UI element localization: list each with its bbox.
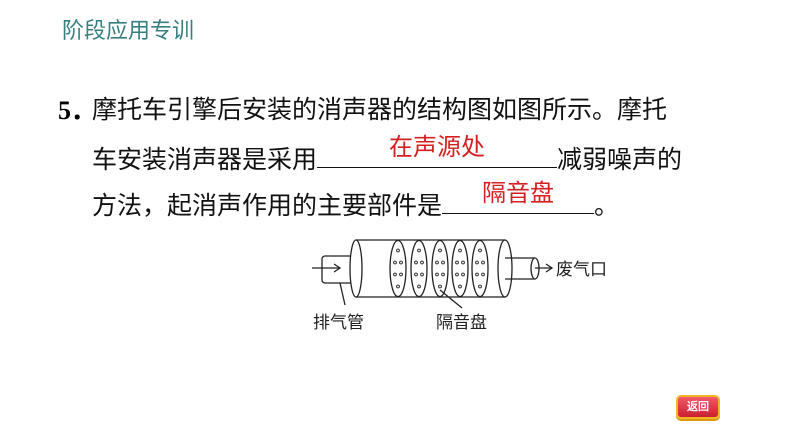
disc-hole [458,284,462,289]
label-outlet: 废气口 [556,260,607,280]
question-number: 5． [58,96,98,125]
disc-hole [435,272,439,277]
disc-hole [396,284,400,289]
disc-hole [393,260,397,265]
text: 。 [594,191,620,220]
disc-hole [461,272,465,277]
question-line-2: 车安装消声器是采用 在声源处 减弱噪声的 [92,133,683,176]
disc-hole [458,248,462,253]
section-title: 阶段应用专训 [62,19,195,44]
disc-hole [417,284,421,289]
disc-hole [455,272,459,277]
disc-hole [420,272,424,277]
disc-hole [481,260,485,265]
disc-hole [399,260,403,265]
disc-hole [461,260,465,265]
disc-hole [481,272,485,277]
sound-disc [471,239,489,298]
disc-hole [420,260,424,265]
text: 车安装消声器是采用 [92,145,318,174]
label-exhaust-pipe: 排气管 [313,313,364,333]
disc-hole [435,260,439,265]
disc-hole [441,260,445,265]
sound-disc [431,239,449,298]
text: 减弱噪声的 [557,145,683,174]
text: 方法，起消声作用的主要部件是 [92,191,443,220]
answer-blank-2: 隔音盘 [442,179,595,214]
question-line-1: 摩托车引擎后安装的消声器的结构图如图所示。摩托 [92,95,668,124]
question-line-3: 方法，起消声作用的主要部件是 隔音盘 。 [92,179,620,222]
sound-disc [451,239,469,298]
sound-disc [389,239,407,298]
disc-hole [414,260,418,265]
label-disc: 隔音盘 [436,313,487,333]
disc-hole [414,272,418,277]
disc-hole [417,248,421,253]
disc-hole [393,272,397,277]
disc-hole [455,260,459,265]
answer-1: 在声源处 [389,133,486,161]
disc-hole [438,248,442,253]
disc-hole [441,272,445,277]
disc-hole [475,260,479,265]
disc-hole [478,248,482,253]
sound-disc [410,239,428,298]
disc-hole [478,284,482,289]
answer-blank-1: 在声源处 [317,133,558,168]
disc-hole [475,272,479,277]
disc-hole [438,284,442,289]
answer-2: 隔音盘 [482,179,555,207]
disc-hole [396,248,400,253]
disc-hole [399,272,403,277]
back-button[interactable]: 返回 [676,395,720,419]
